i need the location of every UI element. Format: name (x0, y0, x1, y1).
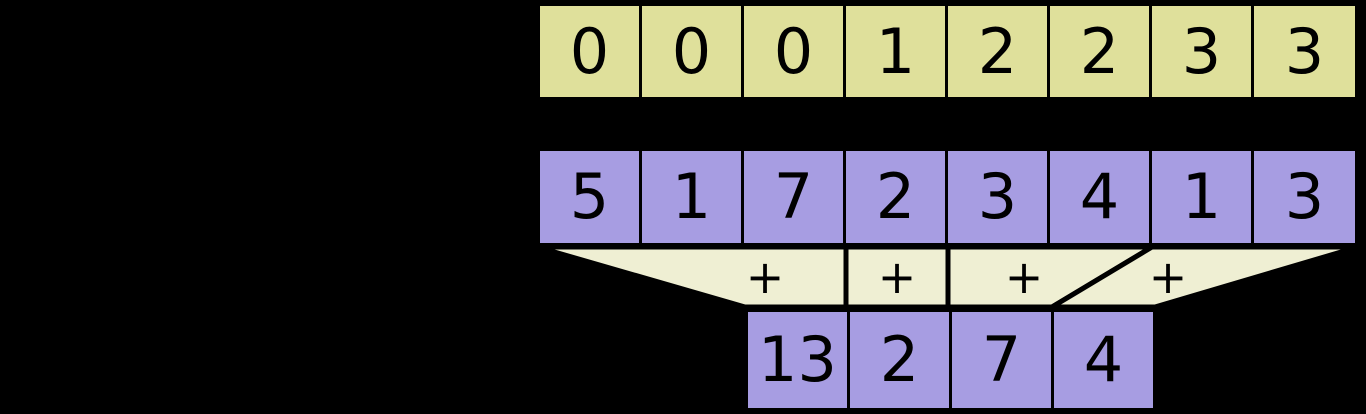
connector-shape-1 (536, 244, 849, 310)
flags-cell: 3 (1149, 3, 1254, 100)
flags-cell: 2 (945, 3, 1050, 100)
operator-plus-icon: + (745, 250, 785, 304)
values-cell: 2 (843, 148, 948, 246)
results-cell: 7 (949, 309, 1054, 411)
values-cell: 1 (639, 148, 744, 246)
results-cell: 4 (1051, 309, 1156, 411)
flags-cell: 0 (639, 3, 744, 100)
operator-plus-icon: + (877, 250, 917, 304)
values-cell: 7 (741, 148, 846, 246)
results-cell: 13 (745, 309, 850, 411)
operator-plus-icon: + (1148, 250, 1188, 304)
operator-plus-icon: + (1004, 250, 1044, 304)
flags-cell: 0 (537, 3, 642, 100)
values-cell: 1 (1149, 148, 1254, 246)
values-cell: 3 (945, 148, 1050, 246)
values-cell: 4 (1047, 148, 1152, 246)
results-cell: 2 (847, 309, 952, 411)
values-cell: 5 (537, 148, 642, 246)
values-cell: 3 (1251, 148, 1358, 246)
flags-cell: 3 (1251, 3, 1358, 100)
flags-cell: 2 (1047, 3, 1152, 100)
connector-shape-3 (945, 244, 1162, 310)
connector-shape-4 (1042, 244, 1359, 310)
flags-cell: 1 (843, 3, 948, 100)
flags-cell: 0 (741, 3, 846, 100)
